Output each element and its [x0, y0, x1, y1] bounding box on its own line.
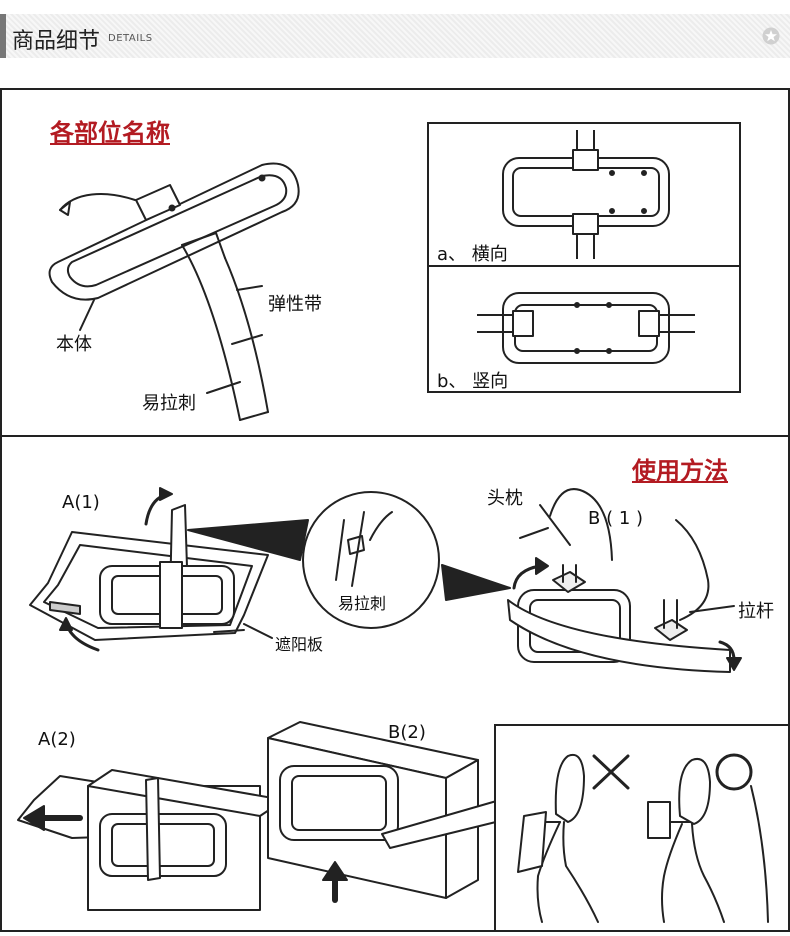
header-title: 商品细节 — [12, 29, 101, 54]
panel-vertical: b、 竖向 — [427, 265, 741, 393]
label-sun-visor: 遮阳板 — [275, 635, 324, 654]
star-badge-icon — [762, 27, 780, 45]
label-rod: 拉杆 — [738, 601, 774, 622]
horizontal-mount-illustration — [502, 130, 670, 259]
label-b1: B ( 1 ) — [588, 508, 644, 529]
parts-title: 各部位名称 — [50, 119, 170, 147]
panel-horizontal: a、 横向 — [427, 122, 741, 267]
correct-wrong-illustration — [517, 753, 769, 923]
label-vertical: b、 竖向 — [437, 371, 509, 392]
label-a1: A(1) — [62, 492, 100, 513]
label-headrest: 头枕 — [487, 488, 523, 509]
diagram-frame — [0, 88, 790, 932]
header-subtitle: DETAILS — [108, 33, 153, 44]
section-divider — [0, 435, 790, 437]
usage-title: 使用方法 — [632, 457, 728, 485]
label-a2: A(2) — [38, 729, 76, 750]
label-velcro: 易拉刺 — [142, 393, 196, 414]
header-accent-bar — [0, 14, 6, 58]
section-header: 商品细节 DETAILS — [0, 14, 790, 58]
label-velcro-zoom: 易拉刺 — [338, 594, 387, 613]
panel-correct-wrong — [494, 724, 790, 932]
label-horizontal: a、 横向 — [437, 244, 508, 265]
label-b2: B(2) — [388, 722, 426, 743]
label-elastic-band: 弹性带 — [268, 294, 322, 315]
label-body: 本体 — [56, 334, 92, 355]
vertical-mount-illustration — [477, 292, 695, 364]
